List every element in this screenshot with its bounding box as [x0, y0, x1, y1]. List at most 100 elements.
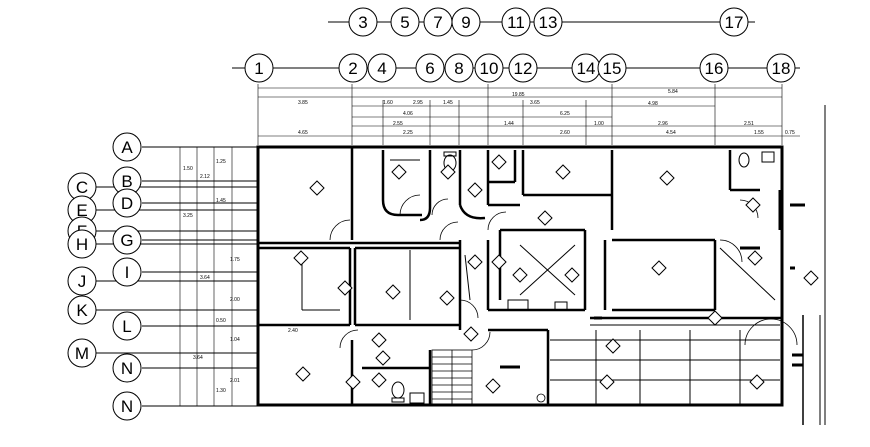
column-label-11: 11	[507, 13, 525, 32]
column-label-4: 4	[377, 59, 386, 78]
exterior-walls	[256, 145, 784, 407]
row-label-G: G	[120, 231, 133, 250]
dim-label: 2.95	[413, 100, 423, 106]
window-marks	[500, 190, 805, 369]
column-label-14: 14	[577, 59, 596, 78]
dim-label: 2.01	[230, 378, 240, 384]
dimension-lines-left	[179, 147, 233, 406]
column-bubble-17: 17	[719, 7, 749, 37]
column-bubble-4: 4	[367, 53, 397, 83]
row-bubble-H: H	[67, 229, 97, 259]
column-bubble-9: 9	[451, 7, 481, 37]
row-label-L: L	[122, 317, 131, 336]
column-label-16: 16	[705, 59, 724, 78]
row-bubble-N-upper: N	[112, 353, 142, 383]
column-label-12: 12	[514, 59, 533, 78]
row-bubble-J: J	[67, 266, 97, 296]
column-bubble-18: 18	[766, 53, 796, 83]
column-label-7: 7	[433, 13, 442, 32]
dim-label: 3.25	[183, 213, 193, 219]
row-label-A: A	[121, 138, 133, 157]
row-label-B: B	[121, 172, 132, 191]
column-bubble-16: 16	[699, 53, 729, 83]
door-swings	[329, 194, 798, 351]
dim-label: 4.54	[666, 130, 676, 136]
dim-label: 1.50	[183, 166, 193, 172]
column-bubble-15: 15	[597, 53, 627, 83]
dim-label: 2.51	[744, 121, 754, 127]
column-label-8: 8	[454, 59, 463, 78]
dim-label: 2.25	[403, 130, 413, 136]
row-label-D: D	[121, 194, 133, 213]
level-markers	[293, 154, 819, 394]
interior-walls	[258, 147, 782, 405]
dim-label: 1.30	[216, 388, 226, 394]
column-bubble-3: 3	[348, 7, 378, 37]
row-bubble-G: G	[112, 225, 142, 255]
interior-lines-thin	[301, 159, 780, 405]
dimension-labels-top: 5.84 19.85 3.85 4.98 6.25 1.00 2.96 2.51…	[298, 89, 795, 136]
dim-label: 1.44	[504, 121, 514, 127]
dim-label: 4.06	[403, 111, 413, 117]
row-bubble-N-lower: N	[112, 391, 142, 421]
kitchen-counter	[507, 299, 568, 311]
column-bubble-11: 11	[501, 7, 531, 37]
dim-label: 0.50	[216, 318, 226, 324]
row-bubble-L: L	[112, 311, 142, 341]
column-bubble-1: 1	[244, 53, 274, 83]
column-bubble-7: 7	[423, 7, 453, 37]
dim-label: 2.40	[288, 328, 298, 334]
row-bubble-M: M	[67, 338, 97, 368]
fan-icon	[536, 393, 546, 403]
column-bubble-13: 13	[533, 7, 563, 37]
dim-label: 2.60	[560, 130, 570, 136]
column-bubble-12: 12	[508, 53, 538, 83]
row-bubble-K: K	[67, 295, 97, 325]
column-label-17: 17	[725, 13, 744, 32]
site-boundary	[802, 105, 826, 425]
dim-label: 4.65	[298, 130, 308, 136]
dimension-labels-left: 1.25 1.50 2.12 1.45 3.25 1.75 3.64 2.00 …	[183, 159, 298, 394]
column-label-15: 15	[603, 59, 622, 78]
dim-label: 3.64	[200, 275, 210, 281]
column-bubble-6: 6	[415, 53, 445, 83]
column-bubble-5: 5	[390, 7, 420, 37]
column-bubble-14: 14	[571, 53, 601, 83]
column-label-3: 3	[358, 13, 367, 32]
row-label-N: N	[121, 359, 133, 378]
dim-label: 2.96	[658, 121, 668, 127]
dimension-lines-top	[257, 84, 800, 145]
row-bubble-I: I	[112, 257, 142, 287]
column-label-6: 6	[425, 59, 434, 78]
row-label-N: N	[121, 397, 133, 416]
dim-label: 1.00	[594, 121, 604, 127]
sink-icon	[409, 151, 775, 404]
row-bubble-C: C	[67, 172, 97, 202]
column-label-10: 10	[480, 59, 499, 78]
row-label-I: I	[125, 263, 130, 282]
staircase	[431, 349, 473, 406]
dim-label: 1.55	[754, 130, 764, 136]
dim-label: 1.25	[216, 159, 226, 165]
dim-label: 3.65	[530, 100, 540, 106]
dim-label: 0.75	[785, 130, 795, 136]
toilet-icon	[738, 152, 750, 168]
column-label-9: 9	[461, 13, 470, 32]
column-label-2: 2	[348, 59, 357, 78]
column-label-1: 1	[254, 59, 263, 78]
dim-label: 1.60	[383, 100, 393, 106]
column-label-18: 18	[772, 59, 791, 78]
dim-label: 1.45	[216, 198, 226, 204]
row-label-K: K	[76, 301, 88, 320]
row-label-J: J	[78, 272, 87, 291]
dim-label: 4.98	[648, 101, 658, 107]
dim-label: 6.25	[560, 111, 570, 117]
row-bubble-D: D	[112, 188, 142, 218]
column-label-13: 13	[539, 13, 558, 32]
dim-label: 5.84	[668, 89, 678, 95]
dim-label: 19.85	[512, 92, 525, 98]
column-label-5: 5	[400, 13, 409, 32]
row-label-E: E	[76, 201, 87, 220]
column-bubble-2: 2	[338, 53, 368, 83]
